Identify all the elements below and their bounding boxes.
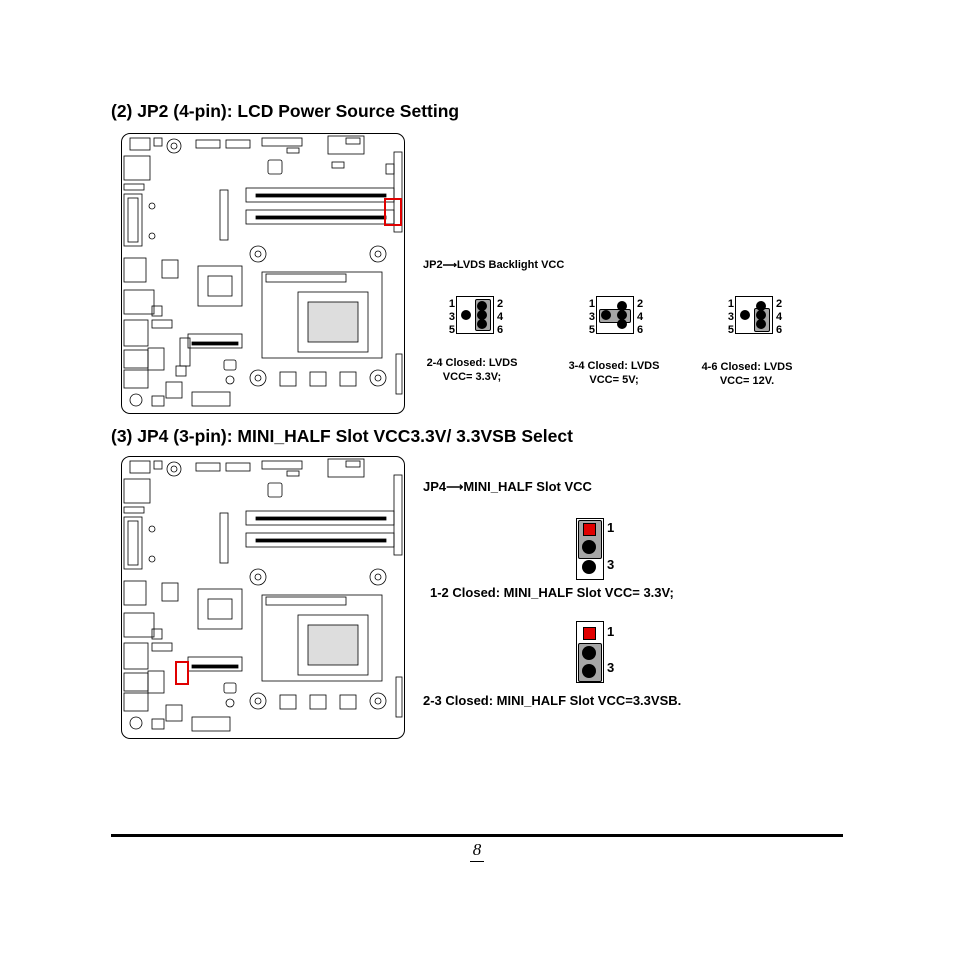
pin-label: 2: [637, 298, 644, 310]
pin: [617, 319, 627, 329]
jumper-header: [456, 296, 494, 334]
pin: [582, 560, 596, 574]
pin: [477, 319, 487, 329]
pin-label: 3: [588, 311, 595, 323]
pin: [477, 310, 487, 320]
pin-label: 5: [588, 324, 595, 336]
pin-label: 3: [607, 660, 615, 675]
jp4-label-prefix: JP4: [423, 479, 447, 494]
jp2-label-prefix: JP2: [423, 259, 443, 271]
pin-label: 3: [607, 557, 615, 572]
pin-label: 1: [607, 520, 615, 535]
pin: [617, 301, 627, 311]
pin-label: 6: [776, 324, 783, 336]
pin-label: 2: [497, 298, 504, 310]
jp4-label-text: MINI_HALF Slot VCC: [463, 479, 592, 494]
jp2-option-caption: 3-4 Closed: LVDS VCC= 5V;: [568, 360, 660, 386]
pin-label: 1: [588, 298, 595, 310]
pin: [756, 301, 766, 311]
jp2-option-caption: 2-4 Closed: LVDS VCC= 3.3V;: [426, 357, 518, 383]
pin: [756, 310, 766, 320]
motherboard-diagram-jp4: [121, 456, 405, 739]
right-arrow-icon: ⟶: [446, 480, 464, 494]
pin: [582, 664, 596, 678]
pin-label: 1: [607, 624, 615, 639]
jp4-location-marker: [175, 661, 189, 685]
pin-label: 5: [727, 324, 734, 336]
pin-label: 6: [637, 324, 644, 336]
pin-label: 1: [727, 298, 734, 310]
motherboard-layout-graphic: [123, 458, 403, 732]
pin: [740, 310, 750, 320]
jp4-label: JP4⟶MINI_HALF Slot VCC: [423, 479, 592, 494]
jumper-header: [576, 518, 604, 580]
jp4-heading: (3) JP4 (3-pin): MINI_HALF Slot VCC3.3V/…: [111, 426, 573, 446]
motherboard-diagram-jp2: [121, 133, 405, 414]
pin: [582, 646, 596, 660]
jp2-heading: (2) JP2 (4-pin): LCD Power Source Settin…: [111, 101, 460, 121]
pin: [617, 310, 627, 320]
pin: [601, 310, 611, 320]
pin-label: 3: [448, 311, 455, 323]
pin-label: 1: [448, 298, 455, 310]
pin-label: 2: [776, 298, 783, 310]
pin-1-square: [583, 627, 596, 640]
jp2-option-caption: 4-6 Closed: LVDS VCC= 12V.: [701, 361, 793, 387]
page-number: 8: [472, 840, 482, 859]
pin: [582, 540, 596, 554]
right-arrow-icon: ⟶: [442, 260, 457, 271]
jp2-label-text: LVDS Backlight VCC: [456, 259, 565, 271]
pin: [461, 310, 471, 320]
pin-1-square: [583, 523, 596, 536]
jumper-header: [596, 296, 634, 334]
jp2-label: JP2⟶LVDS Backlight VCC: [423, 259, 564, 271]
pin-label: 4: [637, 311, 644, 323]
page-number-underline: [470, 861, 484, 862]
jumper-header: [735, 296, 773, 334]
jumper-header: [576, 621, 604, 683]
pin-label: 4: [497, 311, 504, 323]
footer-divider: [111, 834, 843, 837]
pin-label: 3: [727, 311, 734, 323]
pin: [756, 319, 766, 329]
jp4-option-caption: 1-2 Closed: MINI_HALF Slot VCC= 3.3V;: [430, 585, 674, 600]
motherboard-layout-graphic: [123, 135, 403, 407]
pin-label: 5: [448, 324, 455, 336]
pin-label: 6: [497, 324, 504, 336]
pin: [477, 301, 487, 311]
pin-label: 4: [776, 311, 783, 323]
jp4-option-caption: 2-3 Closed: MINI_HALF Slot VCC=3.3VSB.: [423, 693, 682, 708]
jp2-location-marker: [384, 198, 402, 226]
